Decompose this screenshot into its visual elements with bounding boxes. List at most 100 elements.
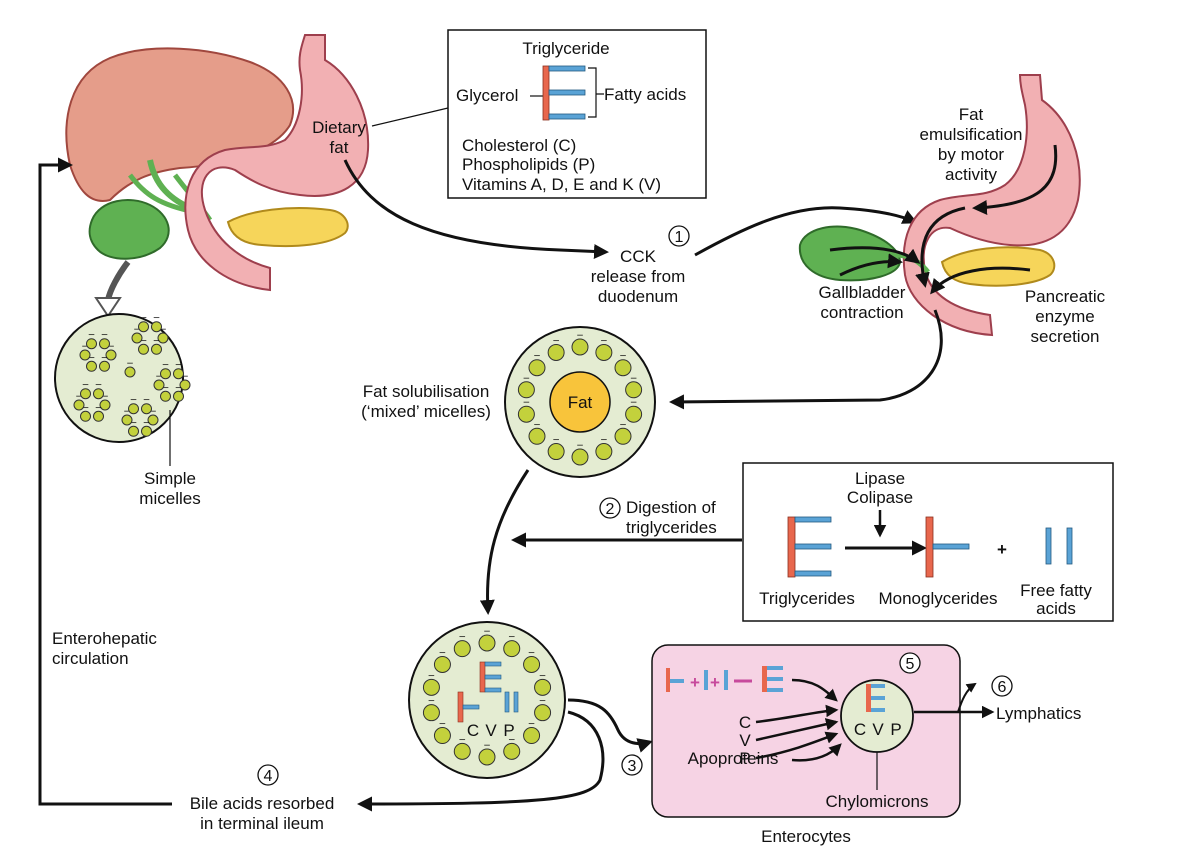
step1-number: 1 <box>675 229 684 246</box>
step1-circle <box>668 225 690 247</box>
second-micelle-triglyceride-icon <box>479 661 502 693</box>
micelle-lipid-dot <box>571 448 589 466</box>
free-fatty-acid-icon <box>1045 527 1073 565</box>
negative-charge-icon: − <box>123 407 131 417</box>
enterocyte-box: + + C V P Apoproteins Apoproteins C V <box>651 644 961 818</box>
gallbladder-contraction-1: Gallbladder <box>819 283 906 302</box>
negative-charge-icon: − <box>107 342 115 352</box>
enterocyte-p: P <box>739 749 750 768</box>
negative-charge-icon: − <box>75 392 83 402</box>
micelle-lipid-dot <box>503 742 521 760</box>
apoproteins-text: Apoproteins <box>688 749 779 768</box>
simple-micelle-dot <box>160 390 171 402</box>
cck-label-1: CCK <box>620 247 657 266</box>
plus-sign: + <box>997 540 1007 559</box>
simple-micelle-dot <box>160 368 171 380</box>
second-micelle-c: C <box>467 721 479 740</box>
simple-micelles-1: Simple <box>144 469 196 488</box>
negative-charge-icon: − <box>483 741 491 751</box>
fat-core-label: Fat <box>568 393 593 412</box>
simple-micelle-dot <box>141 425 152 437</box>
colipase-label: Colipase <box>847 488 913 507</box>
negative-charge-icon: − <box>439 648 447 658</box>
dietary-fat-leader <box>371 107 449 127</box>
micelle-lipid-dot <box>534 678 552 696</box>
negative-charge-icon: − <box>95 403 103 413</box>
simple-micelle-dot <box>147 414 159 426</box>
negative-charge-icon: − <box>439 720 447 730</box>
simple-micelle-dot <box>86 338 97 350</box>
simple-micelle-dot <box>124 366 136 378</box>
simple-micelle-dot <box>151 321 162 333</box>
negative-charge-icon: − <box>153 336 161 346</box>
negative-charge-icon: − <box>88 331 96 341</box>
triglyceride-icon <box>787 516 832 578</box>
enterohepatic-1: Enterohepatic <box>52 629 157 648</box>
second-micelle-free-fa-icon <box>504 691 519 713</box>
simple-micelle-dots: −−−−−−−−−−−−−−−−−−−−−−−−−−−−−−− <box>73 314 191 437</box>
vitamins-label: Vitamins A, D, E and K (V) <box>462 175 661 194</box>
negative-charge-icon: − <box>101 331 109 341</box>
bile-acids-2: in terminal ileum <box>200 814 324 833</box>
simple-micelle-dot <box>141 403 152 415</box>
negative-charge-icon: − <box>88 353 96 363</box>
fatty-acid-reform-icon: + + <box>666 666 783 692</box>
simple-micelle-dot <box>80 410 91 422</box>
arrow-cck-to-stomach <box>694 206 918 257</box>
negative-charge-icon: − <box>533 420 541 430</box>
negative-charge-icon: − <box>539 671 547 681</box>
negative-charge-icon: − <box>630 374 638 384</box>
gallbladder-left <box>88 199 170 260</box>
arrow-stomach-down <box>915 206 966 288</box>
enterocyte-c: C <box>739 713 751 732</box>
negative-charge-icon: − <box>143 396 151 406</box>
simple-micelle-dot <box>73 399 85 411</box>
step5-circle <box>899 652 921 674</box>
simple-micelle-dot <box>138 343 149 355</box>
simple-micelle-dot <box>131 332 143 344</box>
arrow-gallbladder-contraction <box>839 253 903 277</box>
svg-text:+: + <box>690 673 700 692</box>
arrow-second-to-bile-resorption <box>357 710 605 812</box>
chylo-v: V <box>872 720 884 739</box>
triglyceride-title: Triglyceride <box>522 39 609 58</box>
arrow-mixed-to-second <box>479 469 530 615</box>
negative-charge-icon: − <box>600 336 608 346</box>
negative-charge-icon: − <box>153 314 161 324</box>
simple-micelle-dot <box>121 414 133 426</box>
negative-charge-icon: − <box>576 331 584 341</box>
lipase-label: Lipase <box>855 469 905 488</box>
negative-charge-icon: − <box>600 436 608 446</box>
simple-micelle-dot <box>157 332 169 344</box>
negative-charge-icon: − <box>528 720 536 730</box>
simple-micelle-dot <box>173 368 184 380</box>
negative-charge-icon: − <box>175 383 183 393</box>
free-fa-label-1: Free fatty <box>1020 581 1092 600</box>
simple-micelle-dot <box>179 379 191 391</box>
monoglyceride-icon <box>925 516 970 578</box>
micelle-lipid-dot <box>571 338 589 356</box>
triglyceride-molecule-icon <box>542 65 586 121</box>
simple-micelle-dot <box>173 390 184 402</box>
micelle-lipid-dot <box>517 405 535 423</box>
lymphatics-label: Lymphatics <box>996 704 1081 723</box>
step4-circle <box>257 764 279 786</box>
simple-micelle-dot <box>151 343 162 355</box>
negative-charge-icon: − <box>140 314 148 324</box>
negative-charge-icon: − <box>458 633 466 643</box>
negative-charge-icon: − <box>143 418 151 428</box>
arrow-dietary-to-cck <box>343 159 609 259</box>
micelle-lipid-dot <box>595 343 613 361</box>
micelle-lipid-dot <box>523 727 541 745</box>
micelle-lipid-dot <box>517 381 535 399</box>
step5-number: 5 <box>906 656 915 673</box>
simple-micelle-dot <box>93 410 104 422</box>
second-micelle-ring: −−−−−−−−−−−−−− <box>422 627 552 766</box>
simple-micelle-dot <box>105 349 117 361</box>
enterocyte-v: V <box>739 731 751 750</box>
micelle-lipid-dot <box>453 640 471 658</box>
negative-charge-icon: − <box>175 361 183 371</box>
arrow-gallbladder-flow <box>829 246 921 264</box>
negative-charge-icon: − <box>539 697 547 707</box>
